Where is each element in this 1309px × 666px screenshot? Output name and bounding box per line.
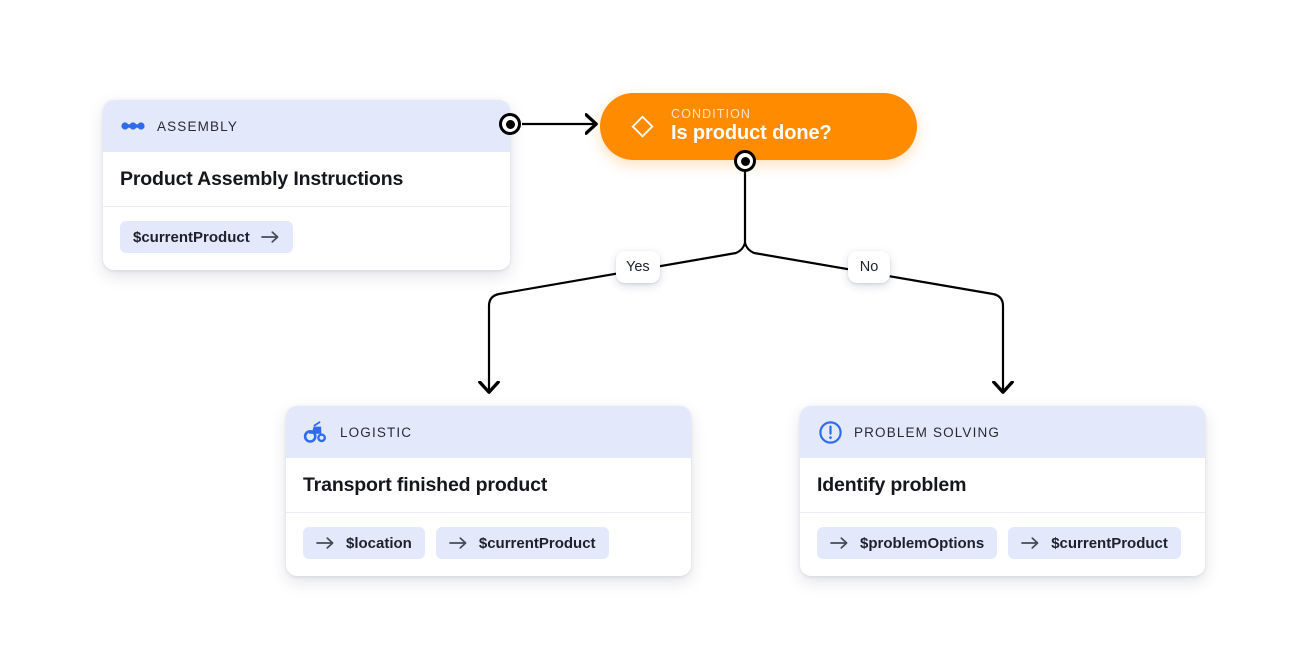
port-pill-input-currentproduct[interactable]: $currentProduct	[435, 527, 609, 559]
arrow-right-icon	[830, 536, 849, 550]
port-pill-input-location[interactable]: $location	[303, 527, 425, 559]
card-header-assembly: ASSEMBLY	[103, 100, 510, 152]
node-condition[interactable]: CONDITION Is product done?	[600, 93, 917, 160]
tractor-icon	[303, 419, 329, 445]
card-ports-problem-solving: $problemOptions $currentProduct	[800, 513, 1205, 576]
arrow-right-icon	[260, 230, 280, 244]
exclamation-circle-icon	[817, 419, 843, 445]
card-ports-assembly: $currentProduct	[103, 207, 510, 270]
node-card-assembly[interactable]: ASSEMBLY Product Assembly Instructions $…	[103, 100, 510, 270]
card-category-label: PROBLEM SOLVING	[854, 424, 1001, 440]
condition-text-block: CONDITION Is product done?	[671, 106, 832, 146]
card-title-row-assembly: Product Assembly Instructions	[103, 152, 510, 207]
card-category-label: ASSEMBLY	[157, 118, 238, 134]
edge-label-yes[interactable]: Yes	[616, 251, 660, 283]
card-category-label: LOGISTIC	[340, 424, 413, 440]
card-title: Identify problem	[817, 473, 967, 496]
card-ports-logistic: $location $currentProduct	[286, 513, 691, 576]
card-header-problem-solving: PROBLEM SOLVING	[800, 406, 1205, 458]
port-label: $currentProduct	[478, 534, 596, 552]
arrow-right-icon	[1021, 536, 1040, 550]
diamond-icon	[630, 114, 655, 139]
connector-port-assembly-out[interactable]	[499, 113, 521, 135]
node-card-logistic[interactable]: LOGISTIC Transport finished product $loc…	[286, 406, 691, 576]
card-header-logistic: LOGISTIC	[286, 406, 691, 458]
condition-category-label: CONDITION	[671, 106, 752, 121]
port-label: $currentProduct	[133, 228, 250, 246]
card-title: Product Assembly Instructions	[120, 167, 404, 190]
card-title-row-logistic: Transport finished product	[286, 458, 691, 513]
node-card-problem-solving[interactable]: PROBLEM SOLVING Identify problem $proble…	[800, 406, 1205, 576]
port-pill-input-currentproduct[interactable]: $currentProduct	[1008, 527, 1181, 559]
port-pill-input-problemoptions[interactable]: $problemOptions	[817, 527, 998, 559]
arrow-right-icon	[449, 536, 468, 550]
port-label: $currentProduct	[1051, 534, 1168, 552]
edge-label-no[interactable]: No	[848, 251, 890, 283]
arrow-right-icon	[316, 536, 335, 550]
card-title-row-problem-solving: Identify problem	[800, 458, 1205, 513]
card-title: Transport finished product	[303, 473, 548, 496]
port-label: $problemOptions	[860, 534, 985, 552]
chain-link-icon	[120, 113, 146, 139]
port-pill-output[interactable]: $currentProduct	[120, 221, 293, 253]
connector-port-condition-out[interactable]	[734, 150, 756, 172]
port-label: $location	[346, 534, 412, 552]
condition-title: Is product done?	[671, 122, 832, 145]
